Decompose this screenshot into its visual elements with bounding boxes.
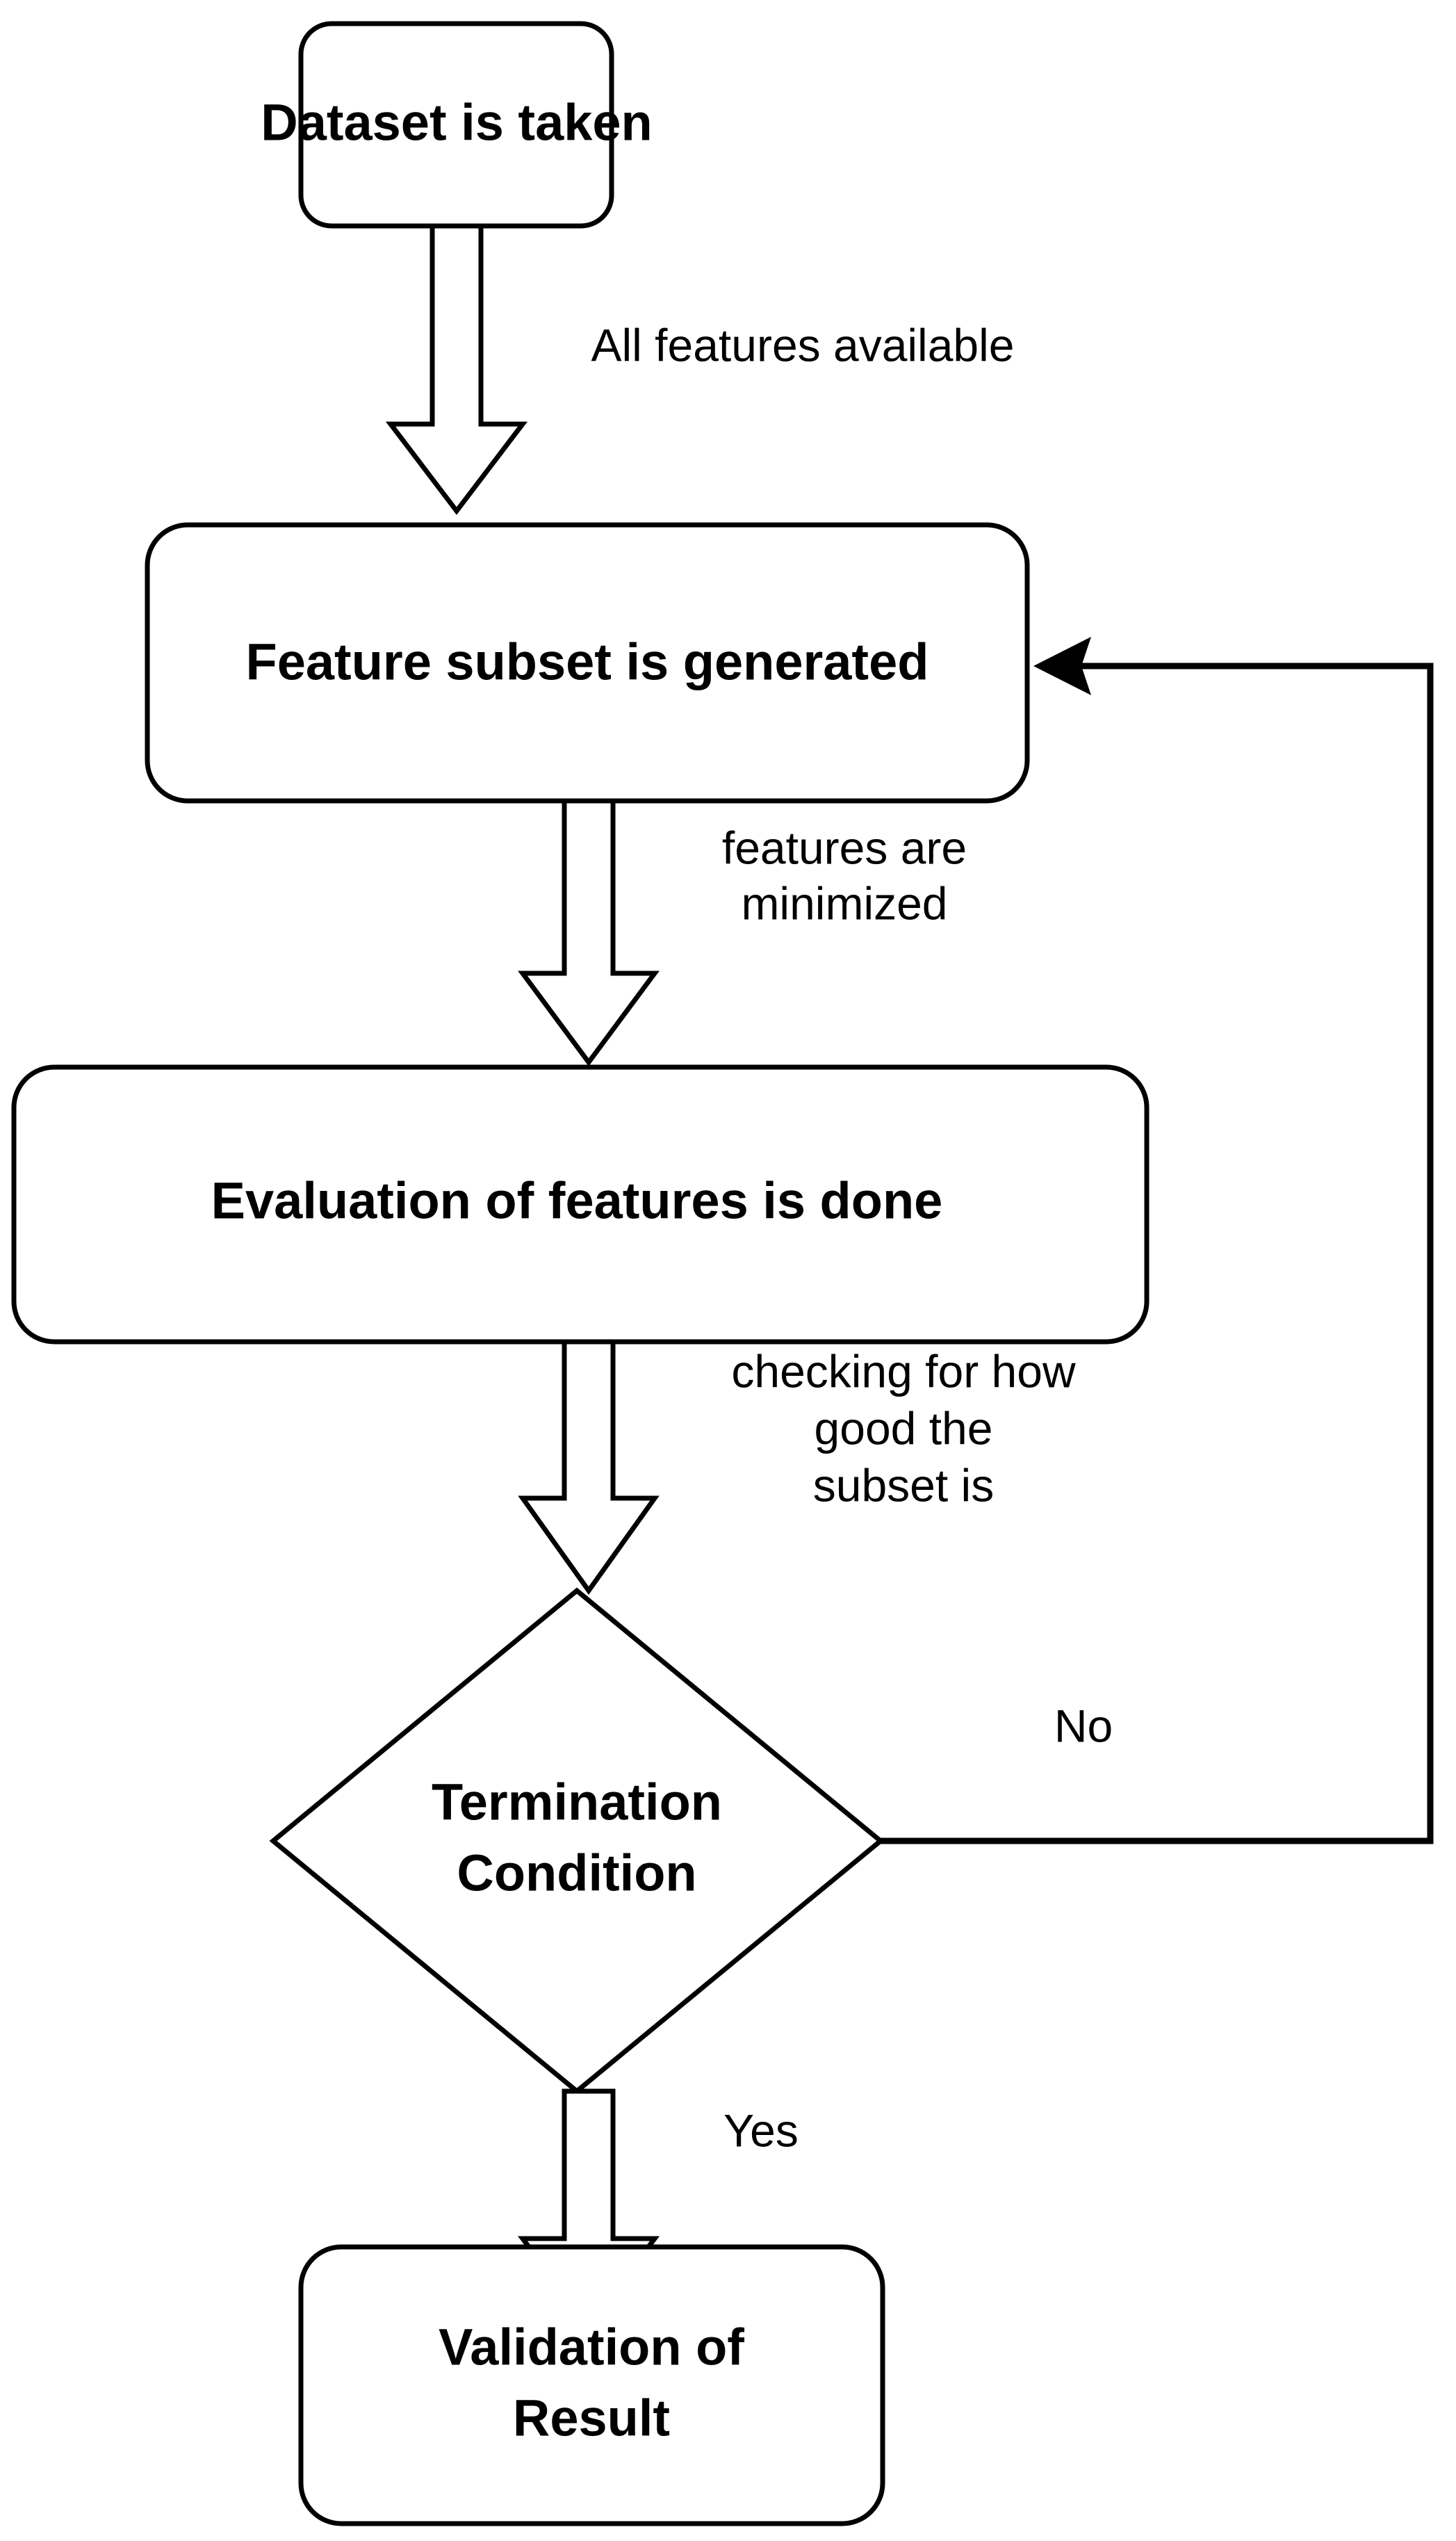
- block-arrow-down-icon: [518, 798, 660, 1066]
- node-validation[interactable]: Validation of Result: [298, 2244, 885, 2526]
- block-arrow-down-icon: [385, 223, 528, 515]
- edge-label-checking-for-how: checking for how: [731, 1345, 1076, 1397]
- node-termination-label-line1: Termination: [432, 1773, 722, 1831]
- edge-evaluation-to-termination: [518, 1339, 660, 1596]
- feedback-loop-line: [881, 663, 1434, 1844]
- edge-label-minimized: minimized: [741, 877, 947, 929]
- node-feature-subset-label: Feature subset is generated: [246, 633, 929, 691]
- node-feature-subset[interactable]: Feature subset is generated: [145, 522, 1030, 804]
- node-dataset[interactable]: Dataset is taken: [261, 21, 653, 229]
- edge-label-no: No: [1054, 1700, 1113, 1751]
- node-validation-label-line2: Result: [513, 2389, 670, 2447]
- node-termination-condition[interactable]: Termination Condition: [269, 1587, 885, 2095]
- node-evaluation[interactable]: Evaluation of features is done: [11, 1064, 1150, 1345]
- block-arrow-down-icon: [518, 1339, 660, 1596]
- edge-label-features-are: features are: [722, 822, 967, 873]
- edge-label-all-features-available: All features available: [591, 319, 1014, 371]
- node-validation-label-line1: Validation of: [439, 2319, 744, 2376]
- node-evaluation-label: Evaluation of features is done: [211, 1172, 943, 1230]
- node-termination-label-line2: Condition: [457, 1844, 696, 1902]
- edge-subset-to-evaluation: [518, 798, 660, 1066]
- edge-dataset-to-subset: [385, 223, 528, 515]
- node-validation-shape: [298, 2244, 885, 2526]
- edge-termination-no-feedback: [881, 637, 1434, 1844]
- node-dataset-label: Dataset is taken: [261, 94, 653, 152]
- edge-label-yes: Yes: [723, 2104, 799, 2156]
- edge-label-subset-is: subset is: [813, 1459, 994, 1511]
- arrowhead-left-icon: [1033, 637, 1091, 695]
- edge-label-good-the: good the: [815, 1402, 993, 1454]
- node-termination-condition-shape: [269, 1587, 885, 2095]
